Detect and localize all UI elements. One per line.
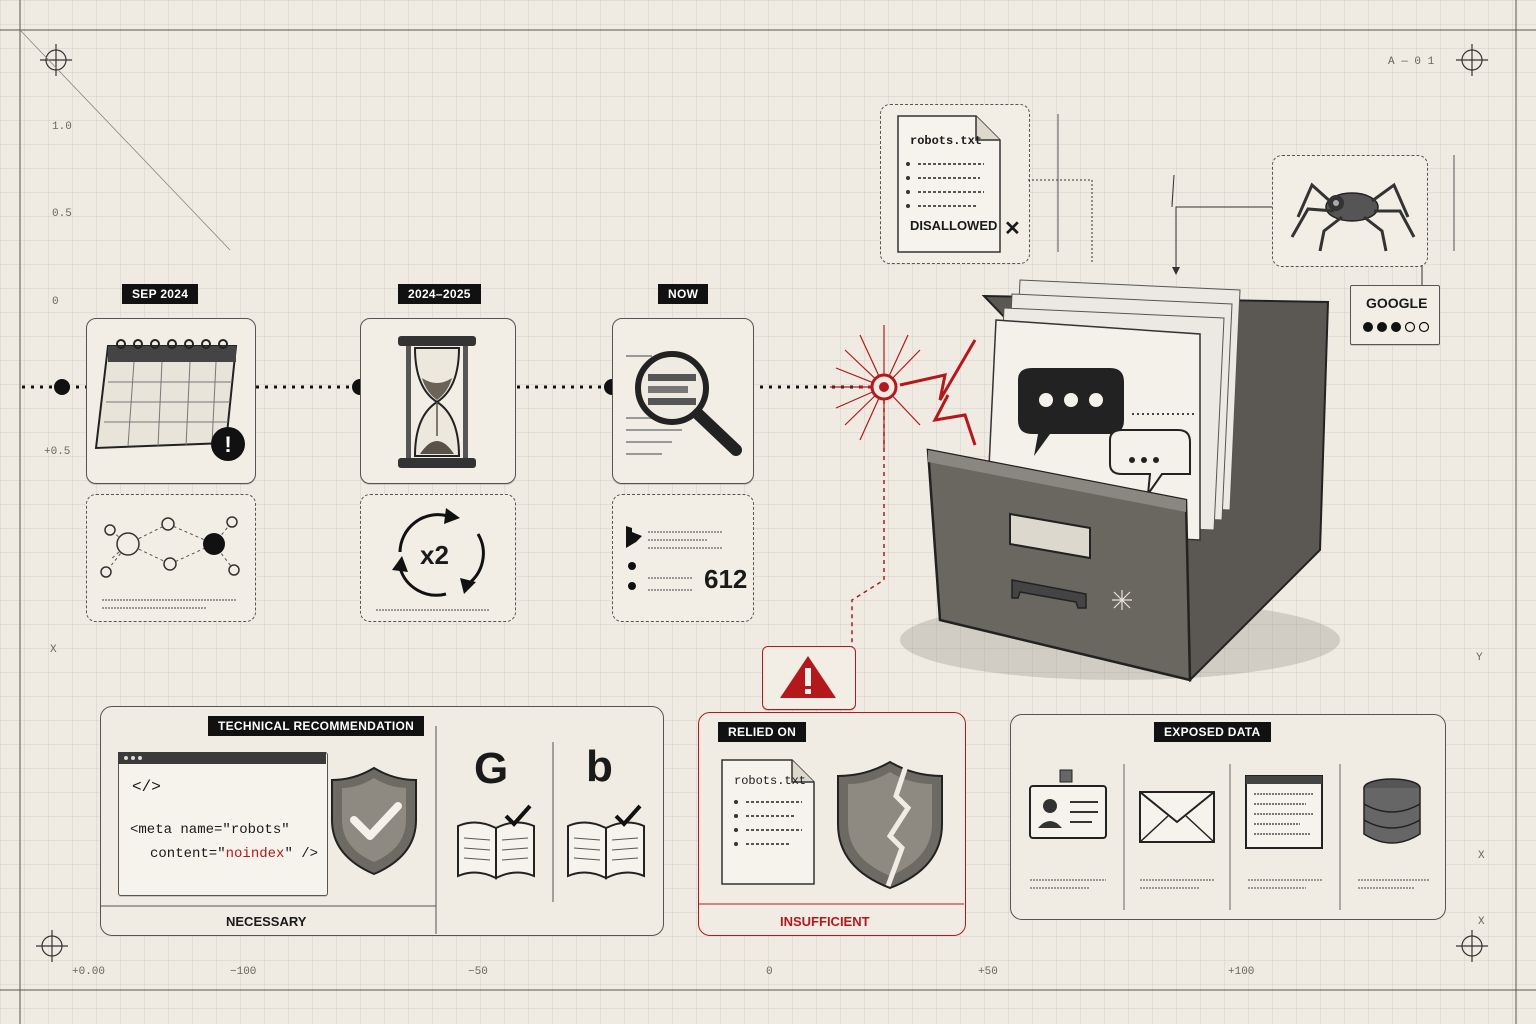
database-icon (1363, 778, 1421, 844)
warning-triangle-icon (780, 656, 836, 698)
ruler-bottom-1: +0.00 (72, 966, 106, 978)
relied-on-tag: RELIED ON (718, 722, 807, 742)
google-label: GOOGLE (1366, 295, 1428, 311)
code-brackets-icon: </> (132, 778, 161, 796)
ruler-bottom-3: −50 (468, 966, 488, 978)
broken-shield-icon (837, 760, 943, 890)
relied-robots-filename: robots.txt (734, 774, 807, 788)
code-noindex-value: noindex (225, 846, 285, 862)
tag-sep-2024: SEP 2024 (122, 284, 199, 304)
rating-dots (1363, 321, 1430, 333)
doubling-badge: x2 (420, 540, 449, 570)
ruler-right-1: Y (1476, 652, 1483, 664)
code-content-prefix: content=" (150, 846, 226, 862)
open-book-check-icon-google (457, 804, 535, 880)
code-line-1: <meta name="robots" (130, 822, 290, 838)
code-window-titlebar (118, 752, 326, 764)
disallowed-label: DISALLOWED (910, 218, 998, 233)
tag-2024-2025: 2024–2025 (398, 284, 481, 304)
ruler-right-3: X (1478, 916, 1485, 928)
calendar-icon: ! (94, 339, 245, 461)
robots-filename: robots.txt (910, 134, 983, 148)
bing-logo-icon-large: b (586, 742, 613, 791)
code-line-2: content="noindex" /> (150, 846, 318, 862)
sheet-id: A — 0 1 (1388, 56, 1435, 68)
ruler-left-2: 0.5 (52, 208, 72, 220)
envelope-icon (1139, 791, 1215, 843)
exposed-captions (1030, 879, 1430, 889)
tag-now: NOW (658, 284, 709, 304)
relied-robots-file-icon (721, 759, 815, 885)
google-logo-icon: G (474, 744, 509, 793)
ruler-bottom-4: 0 (766, 966, 773, 978)
exposed-dividers (1123, 764, 1341, 910)
insufficient-label: INSUFFICIENT (780, 914, 870, 929)
disallowed-x-icon: ✕ (1004, 218, 1021, 240)
refresh-cycle-icon (376, 508, 490, 611)
ruler-left-4: +0.5 (44, 446, 71, 458)
ruler-left-1: 1.0 (52, 121, 72, 133)
ruler-left-3: 0 (52, 296, 59, 308)
ruler-left-5: X (50, 644, 57, 656)
ruler-right-2: X (1478, 850, 1485, 862)
necessary-label: NECESSARY (226, 914, 307, 929)
bing-count-card (612, 494, 754, 622)
technical-dividers (100, 726, 554, 934)
id-card-icon (1029, 769, 1107, 839)
ruler-bottom-2: −100 (230, 966, 257, 978)
svg-text:!: ! (224, 432, 231, 457)
document-window-icon (1245, 775, 1323, 849)
network-graph-icon (100, 516, 240, 609)
page-count: 612 (704, 564, 748, 594)
ruler-bottom-5: +50 (978, 966, 998, 978)
robots-file-icon (897, 114, 1093, 264)
ruler-bottom-6: +100 (1228, 966, 1255, 978)
shield-check-icon (331, 766, 417, 876)
code-content-suffix: " /> (284, 846, 319, 862)
bing-logo-icon (626, 526, 722, 591)
relied-divider (698, 903, 964, 905)
timeline-node-1 (54, 379, 70, 395)
file-drawer-illustration (900, 279, 1340, 683)
google-crawler-box (1350, 285, 1440, 345)
open-book-check-icon-bing (567, 804, 645, 880)
technical-tag: TECHNICAL RECOMMENDATION (208, 716, 425, 736)
hourglass-icon (398, 336, 476, 468)
exposed-data-tag: EXPOSED DATA (1154, 722, 1271, 742)
magnifier-icon (626, 351, 742, 456)
spider-robot-icon (1171, 155, 1455, 285)
